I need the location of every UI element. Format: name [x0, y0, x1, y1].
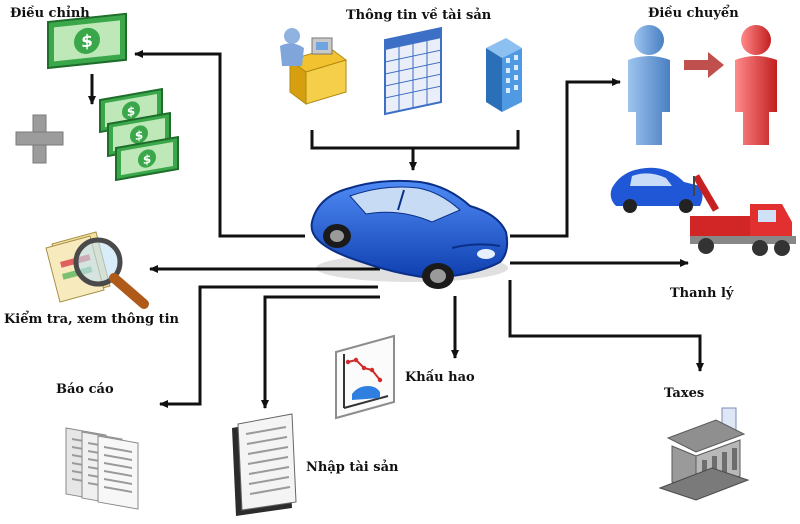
label-asset-entry: Nhập tài sản	[306, 460, 399, 475]
magnifier-icon	[45, 231, 149, 309]
depreciation-chart-icon	[335, 334, 395, 420]
car-icon	[310, 179, 509, 289]
svg-text:$: $	[127, 104, 135, 119]
spreadsheet-icon	[384, 26, 442, 116]
label-taxes: Taxes	[664, 386, 705, 401]
blue-person-icon	[628, 25, 670, 145]
label-report: Báo cáo	[56, 382, 114, 397]
label-depreciation: Khấu hao	[405, 370, 475, 385]
money-icon: $	[47, 12, 127, 70]
plus-icon	[15, 114, 64, 164]
arrow-to-report	[159, 285, 378, 408]
documents-icon	[65, 427, 139, 510]
arrow-info-bracket	[310, 130, 520, 150]
tow-truck-icon	[690, 174, 796, 256]
office-worker-icon	[280, 28, 348, 105]
label-liquidation: Thanh lý	[670, 286, 734, 301]
connector-arrows	[88, 50, 704, 409]
arrow-to-adjust	[134, 50, 305, 238]
arrow-to-taxes	[508, 280, 704, 372]
bank-icon	[658, 407, 750, 501]
small-car-icon	[610, 167, 703, 213]
ledger-icon	[232, 413, 297, 516]
money-stack-icon: $ $ $	[99, 87, 179, 182]
label-inspect: Kiểm tra, xem thông tin	[4, 312, 180, 327]
arrow-to-asset-entry	[261, 295, 380, 409]
svg-text:$: $	[135, 128, 143, 143]
transfer-arrow-icon	[684, 52, 724, 78]
label-asset-info: Thông tin về tài sản	[346, 8, 492, 23]
arrow-to-transfer	[510, 78, 621, 238]
svg-text:$: $	[143, 152, 151, 167]
label-adjust: Điều chỉnh	[10, 6, 90, 21]
red-person-icon	[735, 25, 777, 145]
label-transfer: Điều chuyển	[648, 6, 739, 21]
building-icon	[486, 38, 522, 112]
svg-text:$: $	[81, 31, 93, 52]
